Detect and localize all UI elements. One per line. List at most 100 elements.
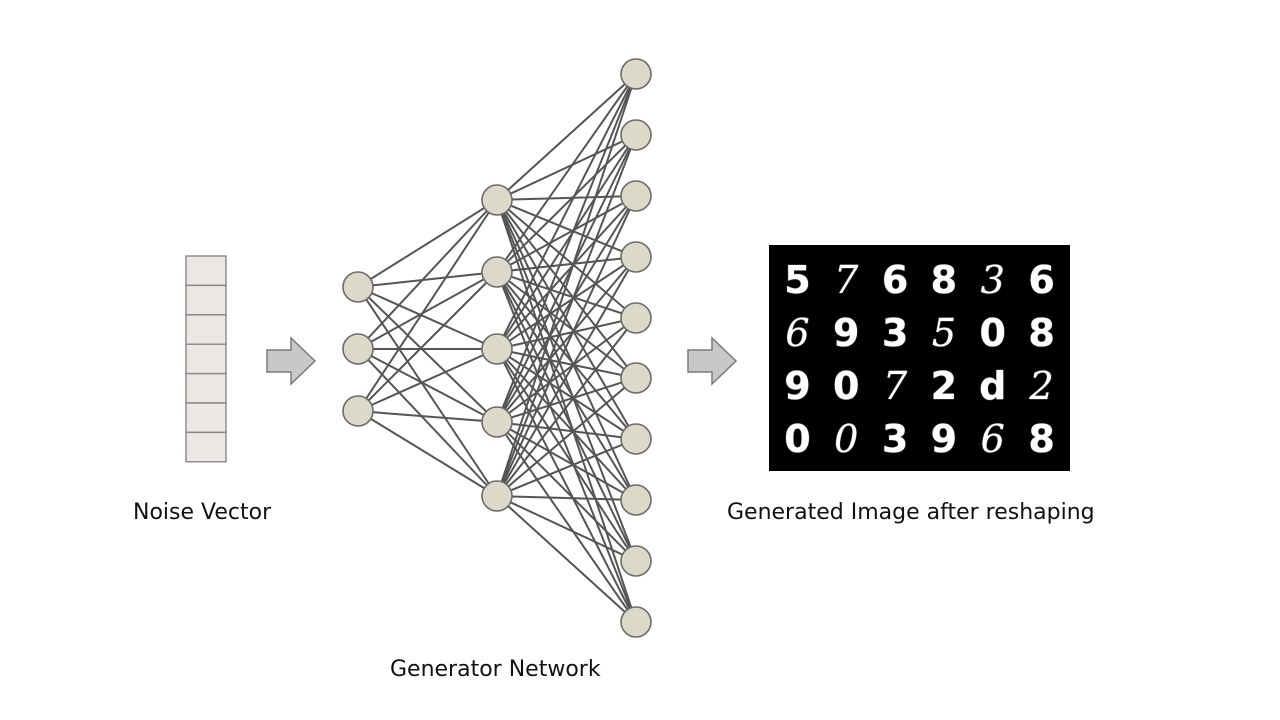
edge-l0-2-3 (357, 410, 498, 423)
neuron-layer3-8 (620, 484, 652, 516)
noise-vector-cell-3 (185, 314, 227, 345)
neuron-layer3-4 (620, 241, 652, 273)
edge-l1-1-0 (496, 73, 637, 273)
noise-vector-cell-6 (185, 402, 227, 434)
generated-digit: 6 (881, 257, 909, 302)
generated-digit: 3 (881, 310, 909, 355)
generated-digit: 6 (785, 310, 810, 355)
edge-l1-3-5 (496, 377, 637, 423)
edge-l1-4-8 (496, 495, 637, 562)
neuron-layer3-1 (620, 58, 652, 90)
edge-l1-1-7 (496, 271, 637, 501)
edge-l1-4-5 (496, 377, 637, 497)
edge-l1-1-2 (496, 195, 637, 273)
edge-l1-0-2 (496, 195, 637, 201)
generated-digit: 8 (1028, 310, 1055, 355)
edge-l0-1-0 (357, 199, 498, 350)
neuron-layer2-4 (481, 406, 513, 438)
edge-l0-1-3 (357, 348, 498, 423)
edge-l0-2-4 (357, 410, 498, 497)
neuron-layer3-6 (620, 362, 652, 394)
arrow-network-to-image (687, 336, 738, 386)
edge-l1-1-8 (496, 271, 637, 562)
generated-digit: 0 (833, 363, 860, 408)
generated-digit: 6 (980, 416, 1005, 461)
neuron-layer2-5 (481, 480, 513, 512)
edge-l1-4-7 (496, 495, 637, 501)
edge-l1-3-2 (496, 195, 637, 423)
edge-l1-4-6 (496, 438, 637, 497)
edge-l1-0-0 (496, 73, 637, 201)
edge-l1-1-5 (496, 271, 637, 379)
edge-l0-0-2 (357, 286, 498, 350)
edge-l0-1-1 (357, 271, 498, 350)
network-edges (357, 73, 637, 623)
generated-digit: 8 (1028, 416, 1055, 461)
edge-l0-0-4 (357, 286, 498, 497)
neuron-layer3-3 (620, 180, 652, 212)
edge-l0-2-0 (357, 199, 498, 412)
neuron-layer3-2 (620, 119, 652, 151)
generated-digit: 7 (834, 257, 859, 302)
edge-l1-2-0 (496, 73, 637, 350)
edge-l1-3-4 (496, 317, 637, 423)
edge-l1-4-3 (496, 256, 637, 497)
neuron-layer3-5 (620, 302, 652, 334)
edge-l1-2-1 (496, 134, 637, 350)
edge-l0-2-1 (357, 271, 498, 412)
noise-vector-label: Noise Vector (133, 500, 272, 525)
flow-arrows (266, 336, 738, 386)
generated-digit: 5 (784, 257, 811, 302)
edge-l1-4-1 (496, 134, 637, 497)
network-nodes (342, 58, 652, 638)
generated-digit: 7 (882, 363, 908, 408)
noise-vector-cell-4 (185, 343, 227, 375)
edge-l1-1-6 (496, 271, 637, 440)
generated-digit: 9 (833, 310, 860, 355)
neuron-layer2-1 (481, 184, 513, 216)
edge-l0-0-0 (357, 199, 498, 288)
neuron-layer3-7 (620, 423, 652, 455)
generated-digit: 9 (930, 416, 958, 461)
neuron-layer1-2 (342, 333, 374, 365)
edge-l1-0-6 (496, 199, 637, 440)
noise-vector-cell-1 (185, 255, 227, 287)
edge-l1-3-1 (496, 134, 637, 423)
edge-l0-2-2 (357, 348, 498, 412)
edge-l0-1-4 (357, 348, 498, 497)
generated-digit: 3 (980, 257, 1005, 302)
edge-l1-2-2 (496, 195, 637, 350)
neuron-layer3-10 (620, 606, 652, 638)
generated-digit: 0 (834, 416, 859, 461)
edge-l1-1-3 (496, 256, 637, 273)
generated-digit: 2 (930, 363, 958, 408)
noise-vector-cell-5 (185, 372, 227, 404)
edge-l1-4-2 (496, 195, 637, 497)
neuron-layer1-1 (342, 271, 374, 303)
edge-l1-2-4 (496, 317, 637, 350)
edge-l1-2-3 (496, 256, 637, 350)
arrow-noise-to-network (266, 336, 317, 386)
generated-digit: d (979, 363, 1007, 408)
edge-l0-0-1 (357, 271, 498, 288)
edge-l1-2-5 (496, 348, 637, 379)
edge-l1-4-9 (496, 495, 637, 623)
generated-digit: 0 (979, 310, 1006, 355)
noise-vector-cell-7 (185, 431, 227, 463)
generated-digit: 2 (1029, 363, 1054, 408)
edge-l1-3-0 (496, 73, 637, 423)
edge-l1-3-3 (496, 256, 637, 423)
edge-l1-4-0 (496, 73, 637, 497)
generated-digit: 8 (930, 257, 958, 302)
generated-digit: 6 (1028, 257, 1055, 302)
neuron-layer2-2 (481, 256, 513, 288)
neuron-layer2-3 (481, 333, 513, 365)
neuron-layer1-3 (342, 395, 374, 427)
generated-digit: 9 (784, 363, 811, 408)
edge-l1-4-4 (496, 317, 637, 497)
generator-network-label: Generator Network (390, 657, 601, 682)
noise-vector-box (185, 255, 227, 463)
